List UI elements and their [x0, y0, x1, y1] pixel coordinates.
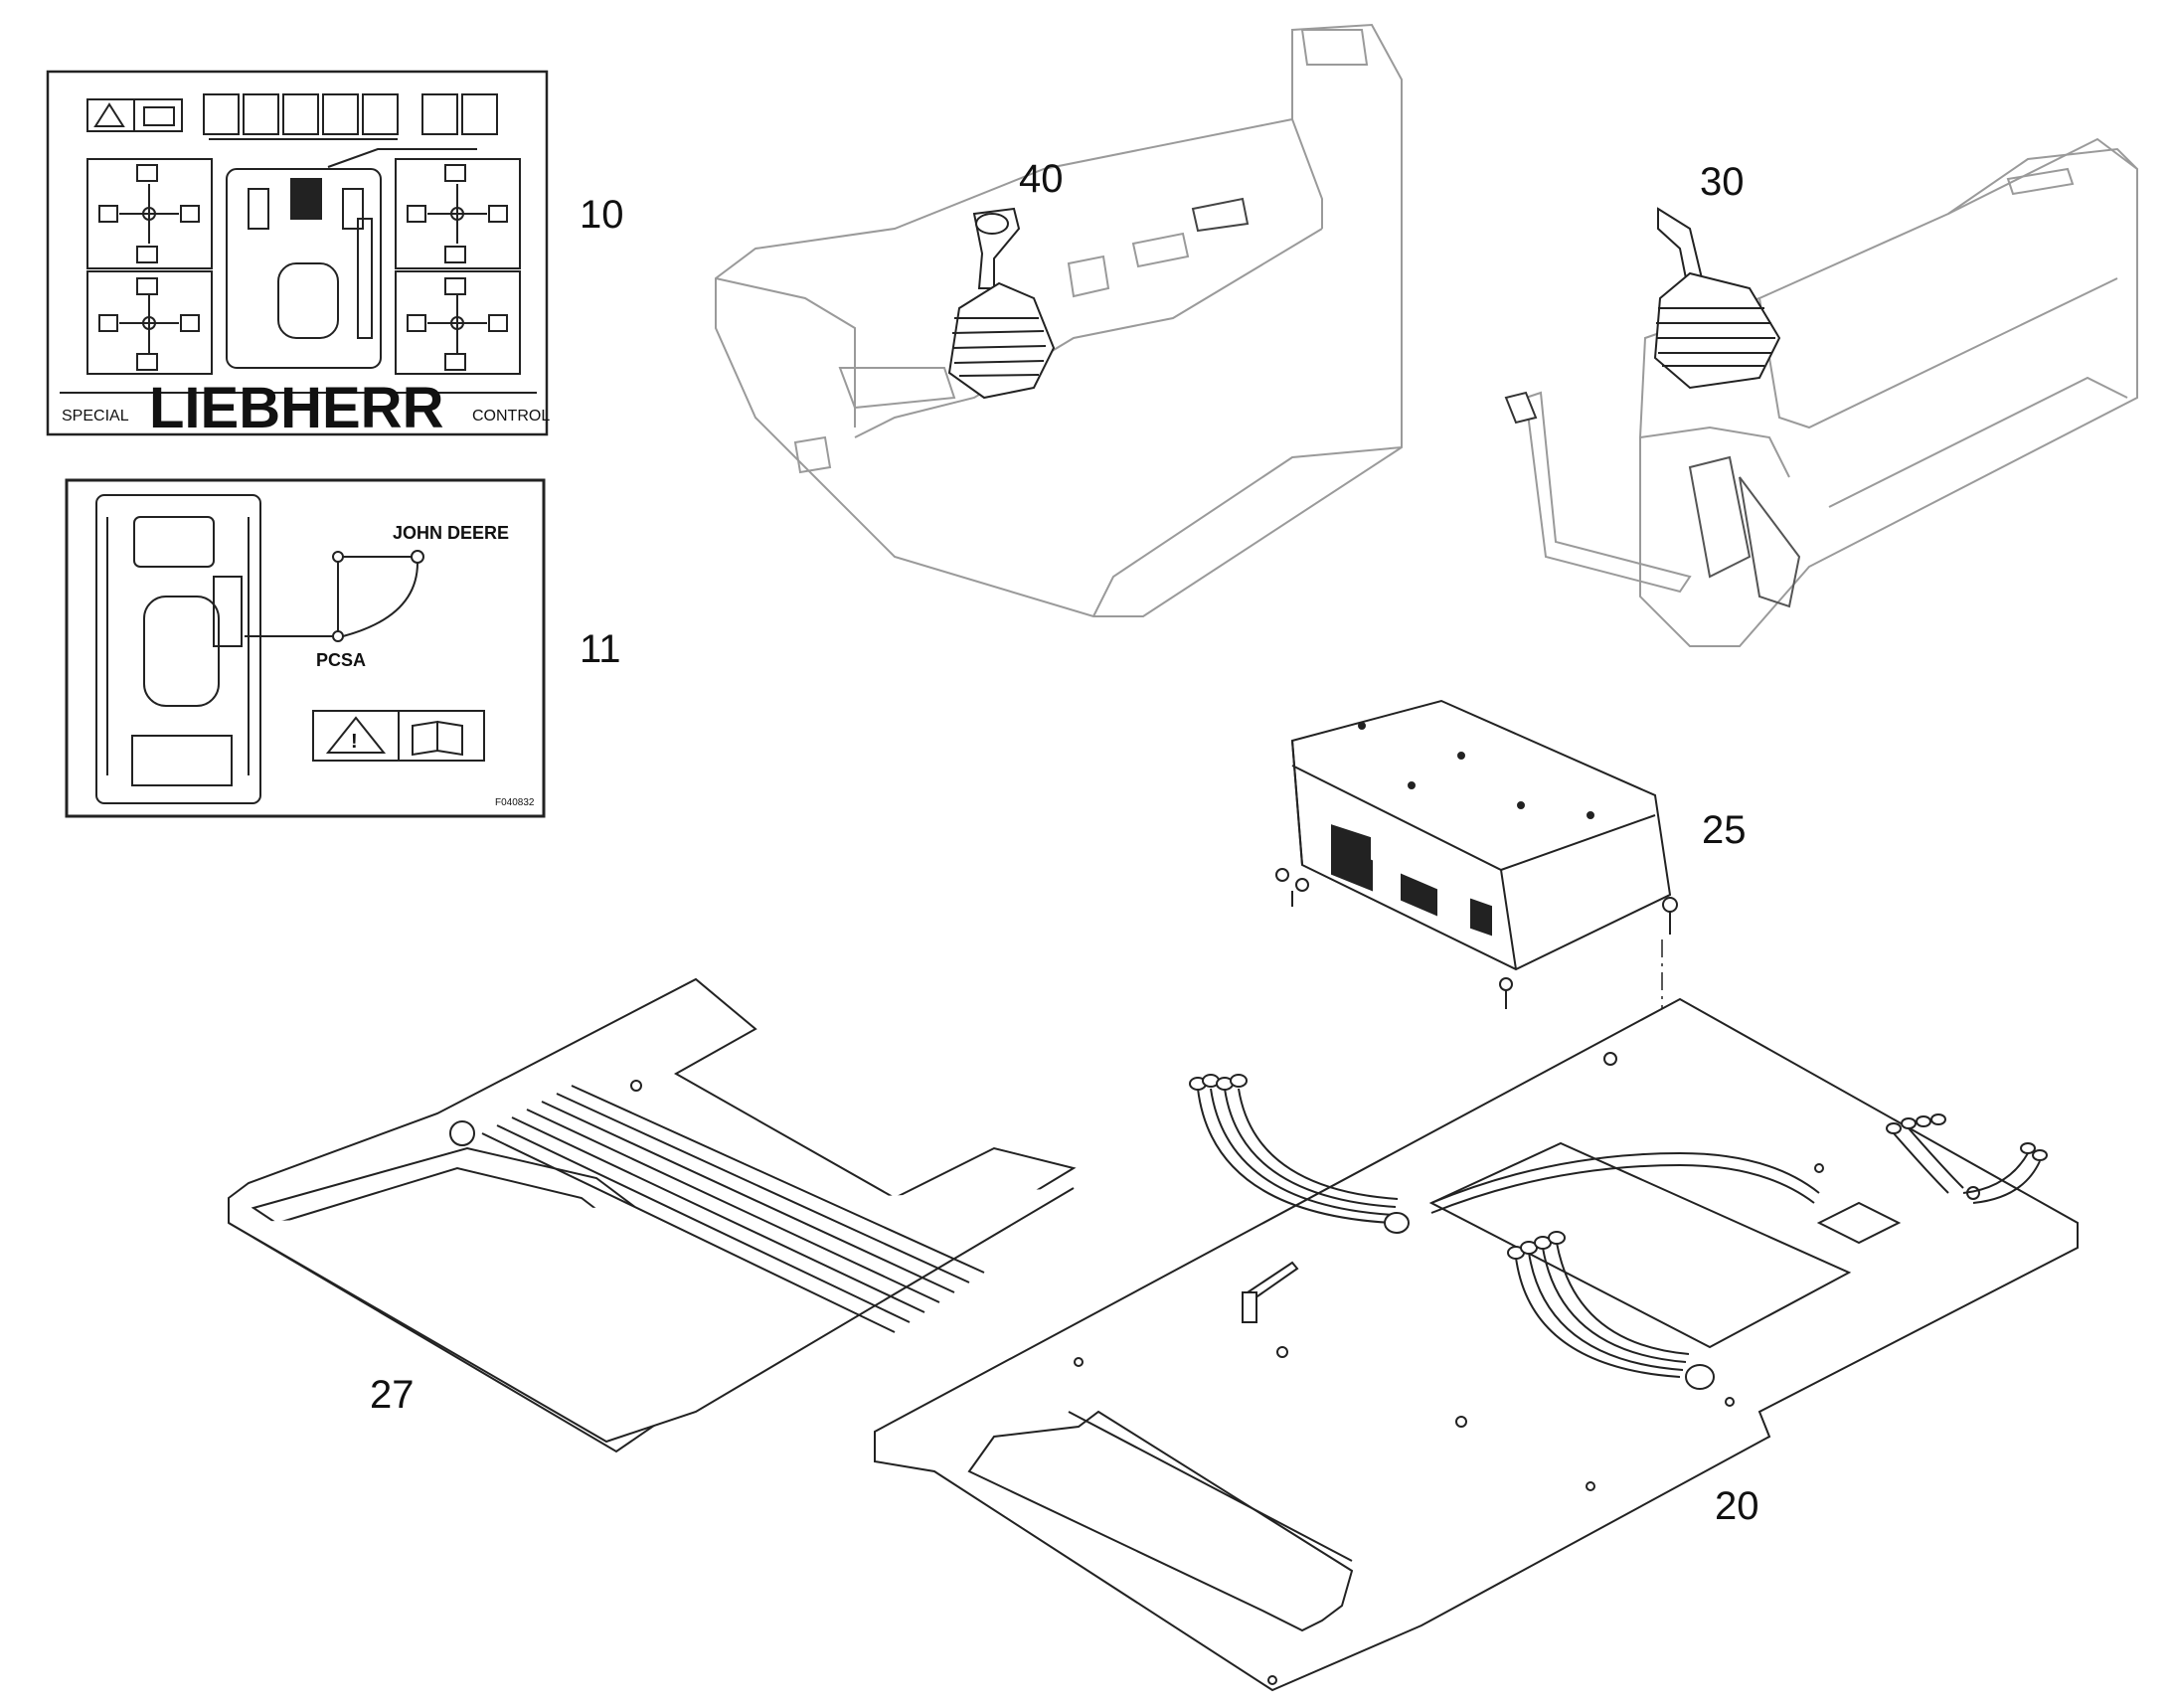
brand-text: LIEBHERR	[149, 376, 443, 440]
joystick-30	[1653, 207, 1781, 390]
left-label: SPECIAL	[62, 408, 129, 425]
callout-40: 40	[1019, 157, 1064, 201]
floor-plate-20	[874, 997, 2079, 1692]
warning-icon	[93, 102, 125, 127]
right-label: CONTROL	[472, 408, 550, 425]
decal-11-pattern: JOHN DEERE PCSA ! F040832	[65, 478, 546, 818]
part-code: F040832	[495, 797, 535, 808]
callout-25: 25	[1702, 808, 1747, 852]
floor-mat-27	[228, 977, 1077, 1453]
callout-10: 10	[580, 193, 624, 237]
quadrant-arrows	[98, 164, 508, 371]
joystick-40	[947, 207, 1056, 400]
manual-icon	[143, 106, 175, 126]
john-deere-label: JOHN DEERE	[393, 523, 509, 543]
callout-11: 11	[580, 627, 621, 671]
hose-bundles	[1189, 1074, 2048, 1390]
warning-icon	[325, 716, 387, 754]
top-icon-row	[203, 93, 498, 140]
control-box-25	[1275, 699, 1678, 1009]
pcsa-label: PCSA	[316, 650, 366, 670]
right-console-30	[1504, 137, 2138, 647]
svg-text:!: !	[351, 731, 358, 753]
callout-30: 30	[1700, 160, 1745, 204]
manual-icon	[412, 720, 463, 757]
callout-27: 27	[370, 1373, 415, 1417]
decal-10-liebherr: LIEBHERR SPECIAL CONTROL	[46, 70, 550, 440]
callout-20: 20	[1715, 1484, 1759, 1528]
left-console-40	[715, 23, 1403, 617]
